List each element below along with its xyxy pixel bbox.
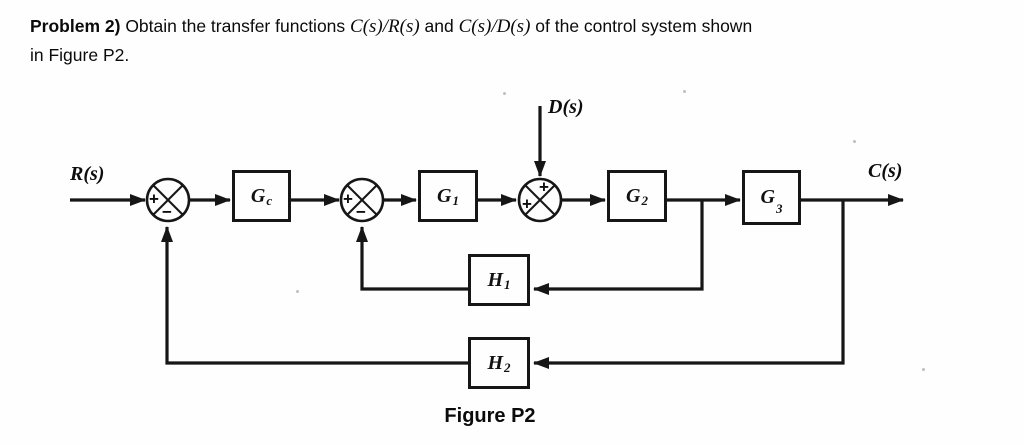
problem-number-label: Problem 2) [30,16,121,36]
sum1-minus-sign: − [162,202,172,222]
block-h2-label: H [487,351,504,374]
block-h1-subscript: 1 [504,277,511,292]
block-h1-label: H [487,268,504,291]
scan-speck [503,92,506,95]
block-g1-label: G [437,184,452,207]
h1-takeoff-wire [533,200,704,295]
block-g3-label: G [760,186,775,208]
summing-junction-1-cross [152,184,184,216]
block-g2-subscript: 2 [641,193,648,208]
block-g3-subscript: 3 [775,200,783,216]
h2-takeoff-wire [533,200,845,369]
scan-speck [683,90,686,93]
block-g1-subscript: 1 [452,193,459,208]
h2-return-wire [161,226,468,365]
block-gc-subscript: c [266,193,273,208]
output-signal-label: C(s) [868,160,903,182]
summing-junction-2-cross [346,184,378,216]
figure-caption: Figure P2 [444,405,536,427]
sum3-top-plus-sign: + [539,177,549,197]
block-h2-subscript: 2 [504,360,511,375]
sum2-plus-sign: + [343,189,353,209]
summing-junction-3-cross [524,184,556,216]
statement-text-before: Obtain the transfer functions [120,16,351,36]
sum1-plus-sign: + [149,189,159,209]
block-g2-label: G [626,184,641,207]
block-gc-label: G [250,184,266,207]
scan-speck [853,140,856,143]
input-signal-label: R(s) [70,163,105,185]
transfer-function-cd: C(s)/D(s) [458,16,531,37]
sum3-left-plus-sign: + [522,194,532,214]
statement-text-after: of the control system shown [530,16,753,36]
scan-speck [922,368,925,371]
scan-speck [296,290,299,293]
h1-return-wire [356,226,468,291]
statement-text-between: and [419,16,459,36]
sum2-minus-sign: − [356,202,366,222]
problem-statement-line2: in Figure P2. [30,45,130,65]
problem-statement-line1: Problem 2) Obtain the transfer functions… [30,12,950,41]
disturbance-signal-label: D(s) [548,96,584,118]
transfer-function-cr: C(s)/R(s) [350,16,420,37]
